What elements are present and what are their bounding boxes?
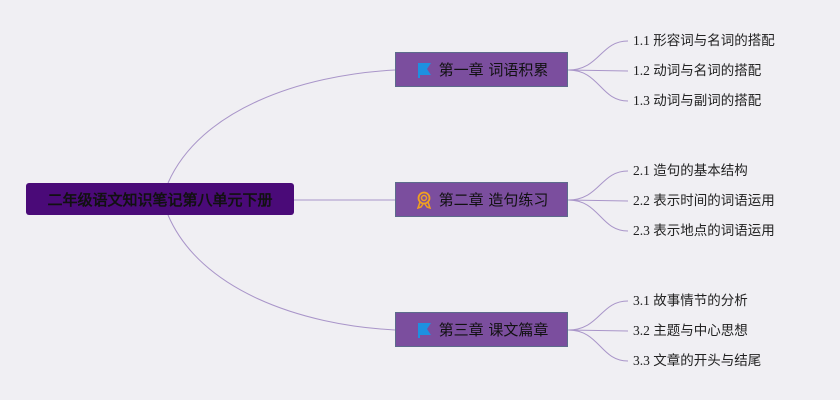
topic-3-3[interactable]: 3.3 文章的开头与结尾: [633, 353, 762, 368]
chapter-label: 第一章 词语积累: [438, 61, 549, 79]
topic-2-2[interactable]: 2.2 表示时间的词语运用: [633, 193, 775, 208]
topic-2-3[interactable]: 2.3 表示地点的词语运用: [633, 223, 775, 238]
topic-1-1[interactable]: 1.1 形容词与名词的搭配: [633, 33, 775, 48]
flag-icon: [415, 321, 433, 339]
chapter-label: 第二章 造句练习: [438, 191, 549, 209]
topic-1-3[interactable]: 1.3 动词与副词的搭配: [633, 93, 762, 108]
topic-3-2[interactable]: 3.2 主题与中心思想: [633, 323, 748, 338]
topic-1-2[interactable]: 1.2 动词与名词的搭配: [633, 63, 762, 78]
topic-2-1[interactable]: 2.1 造句的基本结构: [633, 163, 748, 178]
chapter-label: 第三章 课文篇章: [438, 321, 549, 339]
flag-icon: [415, 61, 433, 79]
topic-3-1[interactable]: 3.1 故事情节的分析: [633, 293, 748, 308]
root-label: 二年级语文知识笔记第八单元下册: [47, 190, 273, 209]
chapter-node-3[interactable]: 第三章 课文篇章: [395, 312, 568, 347]
chapter-node-1[interactable]: 第一章 词语积累: [395, 52, 568, 87]
root-node[interactable]: 二年级语文知识笔记第八单元下册: [26, 183, 294, 215]
chapter-node-2[interactable]: 第二章 造句练习: [395, 182, 568, 217]
award-icon: [415, 191, 433, 209]
